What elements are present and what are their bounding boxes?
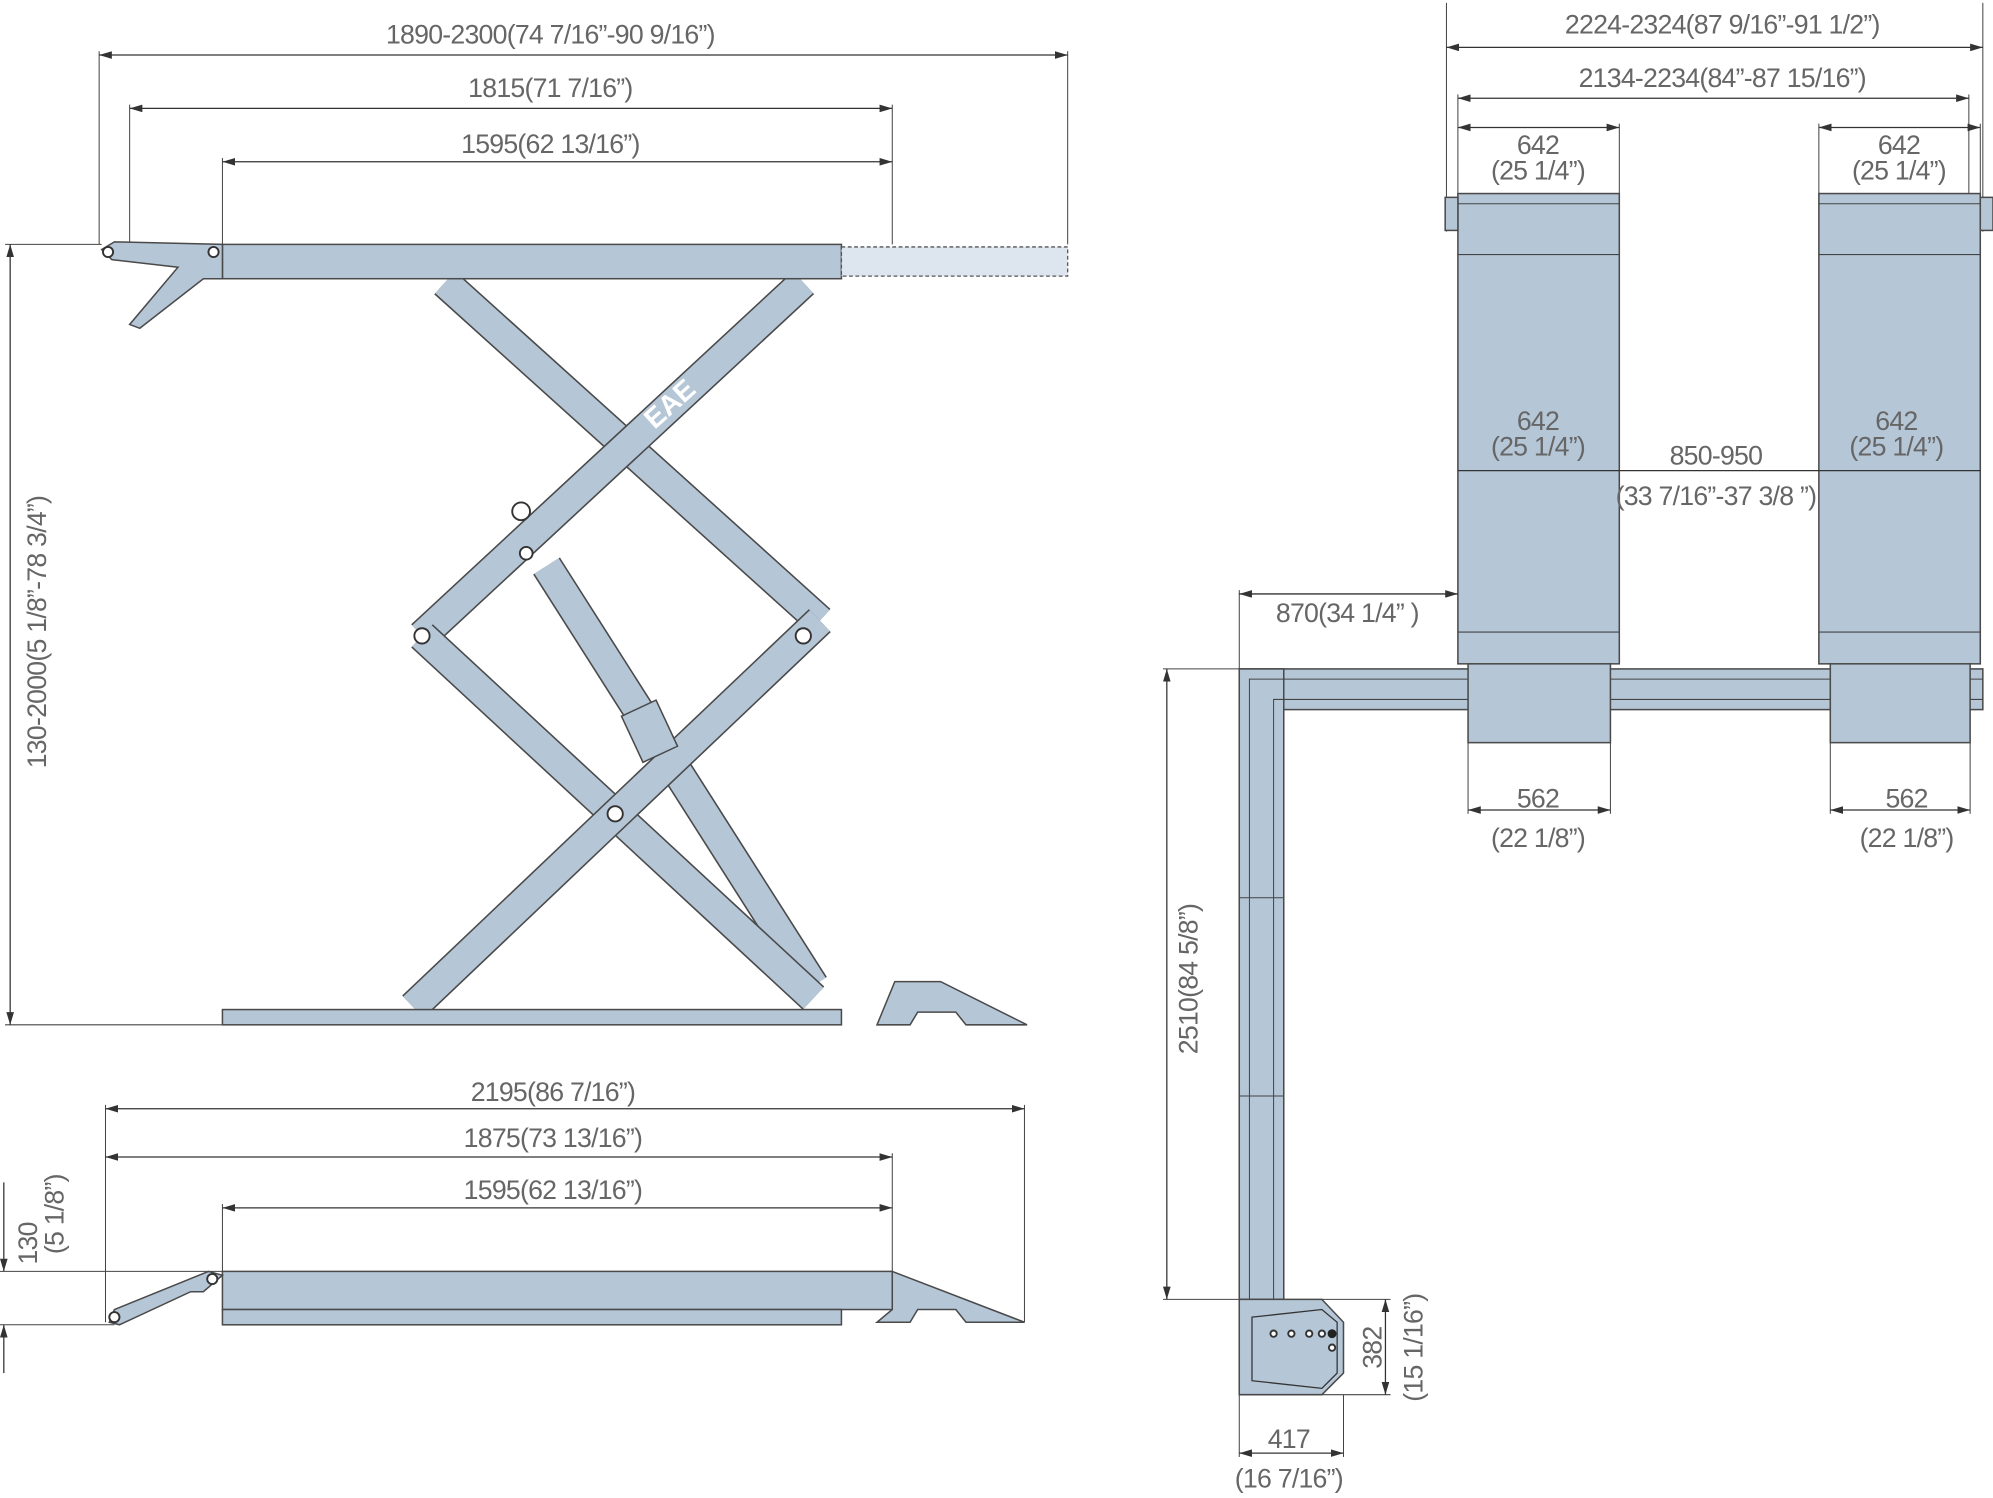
dim-length-with-ramp: 1875(73 13/16”) — [464, 1123, 642, 1153]
dim-base-right-mm: 562 — [1885, 783, 1927, 813]
dim-min-height-mm: 130 — [13, 1222, 43, 1264]
dim-runway-right-mid-mm: 642 — [1875, 406, 1917, 436]
dim-box-height-in: (15 1/16”) — [1398, 1294, 1428, 1402]
dim-gap-in: (33 7/16”-37 3/8 ”) — [1616, 481, 1817, 511]
platform-extension — [840, 246, 1069, 277]
dim-hose-length: 2510(84 5/8”) — [1173, 904, 1203, 1054]
pivot-pin — [413, 627, 431, 645]
front-ramp-lowered — [108, 1270, 225, 1326]
dim-gap-mm: 850-950 — [1670, 440, 1763, 470]
dim-base-right-in: (22 1/8”) — [1860, 823, 1954, 853]
rear-ramp — [875, 980, 1028, 1026]
dim-offset: 870(34 1/4” ) — [1276, 598, 1419, 628]
dim-total-length: 1890-2300(74 7/16”-90 9/16”) — [386, 20, 715, 50]
runway-left — [1457, 192, 1621, 665]
dim-inner-width: 2134-2234(84”-87 15/16”) — [1579, 63, 1866, 93]
dim-runway-right-mm: 642 — [1878, 130, 1920, 160]
base-left — [1467, 663, 1612, 744]
dim-box-width-mm: 417 — [1268, 1424, 1310, 1454]
pivot-pin — [606, 805, 624, 823]
runway-right — [1818, 192, 1982, 665]
dimension-lines — [5, 51, 1069, 1026]
platform — [221, 243, 843, 280]
pivot-pin — [511, 501, 531, 522]
front-ramp-flap — [100, 241, 224, 330]
dim-box-width-in: (16 7/16”) — [1235, 1463, 1343, 1493]
base-frame — [221, 1008, 843, 1026]
pivot-pin — [794, 627, 812, 645]
dim-outer-width: 2224-2324(87 9/16”-91 1/2”) — [1565, 9, 1880, 39]
hose-channel — [1238, 668, 1285, 1301]
dim-base-left-mm: 562 — [1517, 783, 1559, 813]
top-view: 2224-2324(87 9/16”-91 1/2”) 2134-2234(84… — [1163, 2, 1993, 1493]
dim-min-height-in: (5 1/8”) — [40, 1174, 70, 1254]
side-view-raised: 1890-2300(74 7/16”-90 9/16”) 1815(71 7/1… — [5, 20, 1069, 1026]
dim-box-height-mm: 382 — [1358, 1327, 1388, 1369]
scissor-arms: EAE — [402, 270, 831, 1019]
dimension-lines — [0, 1104, 1025, 1374]
rear-ramp-lowered — [874, 1270, 1025, 1324]
dimension-lines — [1445, 2, 1984, 232]
dim-runway-left-mid-in: (25 1/4”) — [1491, 431, 1585, 461]
dim-platform-length: 1595(62 13/16”) — [461, 129, 639, 159]
dim-total-length-lowered: 2195(86 7/16”) — [471, 1077, 635, 1107]
base-right — [1829, 663, 1971, 744]
platform-lowered — [221, 1270, 894, 1311]
control-box — [1238, 1298, 1345, 1396]
dim-lift-height: 130-2000(5 1/8”-78 3/4”) — [22, 496, 52, 768]
dim-runway-right-in: (25 1/4”) — [1852, 156, 1946, 186]
dim-runway-left-mm: 642 — [1517, 130, 1559, 160]
dim-runway-right-mid-in: (25 1/4”) — [1849, 431, 1943, 461]
dim-platform-extended: 1815(71 7/16”) — [468, 73, 632, 103]
dim-runway-left-in: (25 1/4”) — [1491, 156, 1585, 186]
pivot-pin — [518, 545, 534, 561]
dim-platform-length-lowered: 1595(62 13/16”) — [464, 1175, 642, 1205]
dim-runway-left-mid-mm: 642 — [1517, 406, 1559, 436]
dim-base-left-in: (22 1/8”) — [1491, 823, 1585, 853]
side-view-lowered: 2195(86 7/16”) 1875(73 13/16”) 1595(62 1… — [0, 1077, 1025, 1374]
